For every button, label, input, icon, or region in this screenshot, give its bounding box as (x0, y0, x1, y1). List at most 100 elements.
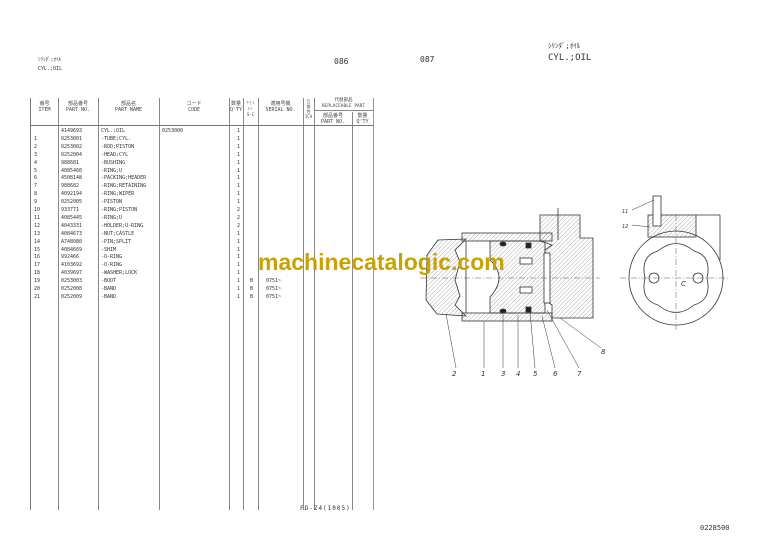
cell-qty: 1 (237, 199, 241, 206)
cell-qty: 1 (237, 238, 241, 245)
table-row: 20 0252008 -BAND 1 B 0751~ (31, 285, 373, 293)
cell-name: -PISTON (101, 199, 123, 206)
cell-name: -PACKING;HEADER (101, 175, 147, 182)
cell-part-no: 4508148 (61, 175, 83, 182)
cell-item: 12 (34, 222, 41, 229)
cell-name: -BAND (101, 286, 117, 292)
doc-code: 0228500 (700, 524, 730, 532)
table-row: 17 4103692 -O-RING 1 (31, 261, 373, 269)
callout-6: 6 (553, 370, 558, 378)
cell-code: 0253000 (162, 128, 184, 134)
cell-item: 1 (34, 135, 38, 142)
cell-name: -O-RING (101, 262, 123, 269)
cell-item: 7 (34, 183, 38, 190)
cell-name: -O-RING (101, 254, 123, 261)
cell-name: -BAND (101, 293, 117, 300)
cell-item: 18 (34, 270, 41, 277)
cell-part-no: 4149693 (61, 128, 83, 134)
cell-name: -BUSHING (101, 159, 126, 166)
cell-part-no: 4103692 (61, 262, 83, 269)
cell-part-no: 988682 (61, 183, 80, 190)
cell-sc: B (250, 286, 254, 292)
boot-shape (425, 238, 468, 317)
cell-item: 20 (34, 286, 41, 292)
cell-serial: 0751~ (266, 278, 282, 285)
cell-name: -RING;PISTON (101, 207, 138, 213)
cell-part-no: 0253002 (61, 143, 83, 150)
cell-part-no: 992466 (61, 254, 80, 261)
footer-code: FD-Z4(1005) (300, 505, 351, 512)
cell-item: 6 (34, 175, 38, 182)
cell-name: -RING;U (101, 214, 123, 221)
cell-name: -SHIM (101, 246, 117, 253)
cell-qty: 1 (237, 246, 241, 253)
table-row: 14 A748080 -PIN;SPLIT 1 (31, 238, 373, 246)
cell-part-no: 4092194 (61, 191, 83, 198)
cell-part-no: 4085445 (61, 214, 83, 221)
cell-qty: 1 (237, 278, 241, 285)
cell-qty: 2 (237, 222, 241, 229)
cell-name: -TUBE;CYL. (101, 135, 132, 142)
right-title-jp: ｼﾘﾝﾀﾞ;ｵｲﾙ (548, 42, 581, 50)
cell-qty: 1 (237, 270, 241, 277)
cell-item: 21 (34, 293, 41, 300)
cell-part-no: 4043331 (61, 222, 83, 229)
cell-serial: 0751~ (266, 286, 282, 292)
cell-qty: 1 (237, 128, 241, 134)
cell-item: 2 (34, 143, 38, 150)
cell-name: -WASHER;LOCK (101, 270, 138, 277)
cell-item: 19 (34, 278, 41, 285)
callout-4: 4 (516, 370, 520, 378)
cell-qty: 2 (237, 207, 241, 213)
table-row: 19 0253003 -BOOT 1 B 0751~ (31, 277, 373, 285)
cell-name: -RING;U (101, 167, 123, 174)
cell-sc: B (250, 278, 254, 285)
left-title-jp: ｼﾘﾝﾀﾞ;ｵｲﾙ (38, 57, 62, 63)
cell-item: 14 (34, 238, 41, 245)
cell-item: 8 (34, 191, 38, 198)
cell-name: -BOOT (101, 278, 117, 285)
cell-item: 3 (34, 151, 38, 158)
callout-c: C (681, 280, 686, 288)
callout-3: 3 (501, 370, 505, 378)
cell-qty: 1 (237, 151, 241, 158)
cell-qty: 1 (237, 135, 241, 142)
cell-part-no: A748080 (61, 238, 83, 245)
cell-serial: 0751~ (266, 293, 282, 300)
cell-qty: 1 (237, 262, 241, 269)
cell-part-no: 0253001 (61, 135, 83, 142)
table-row: 1 0253001 -TUBE;CYL. 1 (31, 135, 373, 143)
cell-item: 16 (34, 254, 41, 261)
cell-part-no: 0253003 (61, 278, 83, 285)
callout-1: 1 (481, 370, 485, 378)
cell-name: -RING;RETAINING (101, 183, 147, 190)
callout-8: 8 (601, 348, 606, 356)
cell-name: -RING;WIPER (101, 191, 135, 198)
cell-item: 10 (34, 207, 41, 213)
cell-qty: 1 (237, 286, 241, 292)
right-title-en: CYL.;OIL (548, 53, 592, 63)
cell-item: 17 (34, 262, 41, 269)
callout-11: 11 (622, 209, 628, 215)
cell-name: -PIN;SPLIT (101, 238, 132, 245)
cell-part-no: 0252008 (61, 286, 83, 292)
cell-part-no: 4085460 (61, 167, 83, 174)
